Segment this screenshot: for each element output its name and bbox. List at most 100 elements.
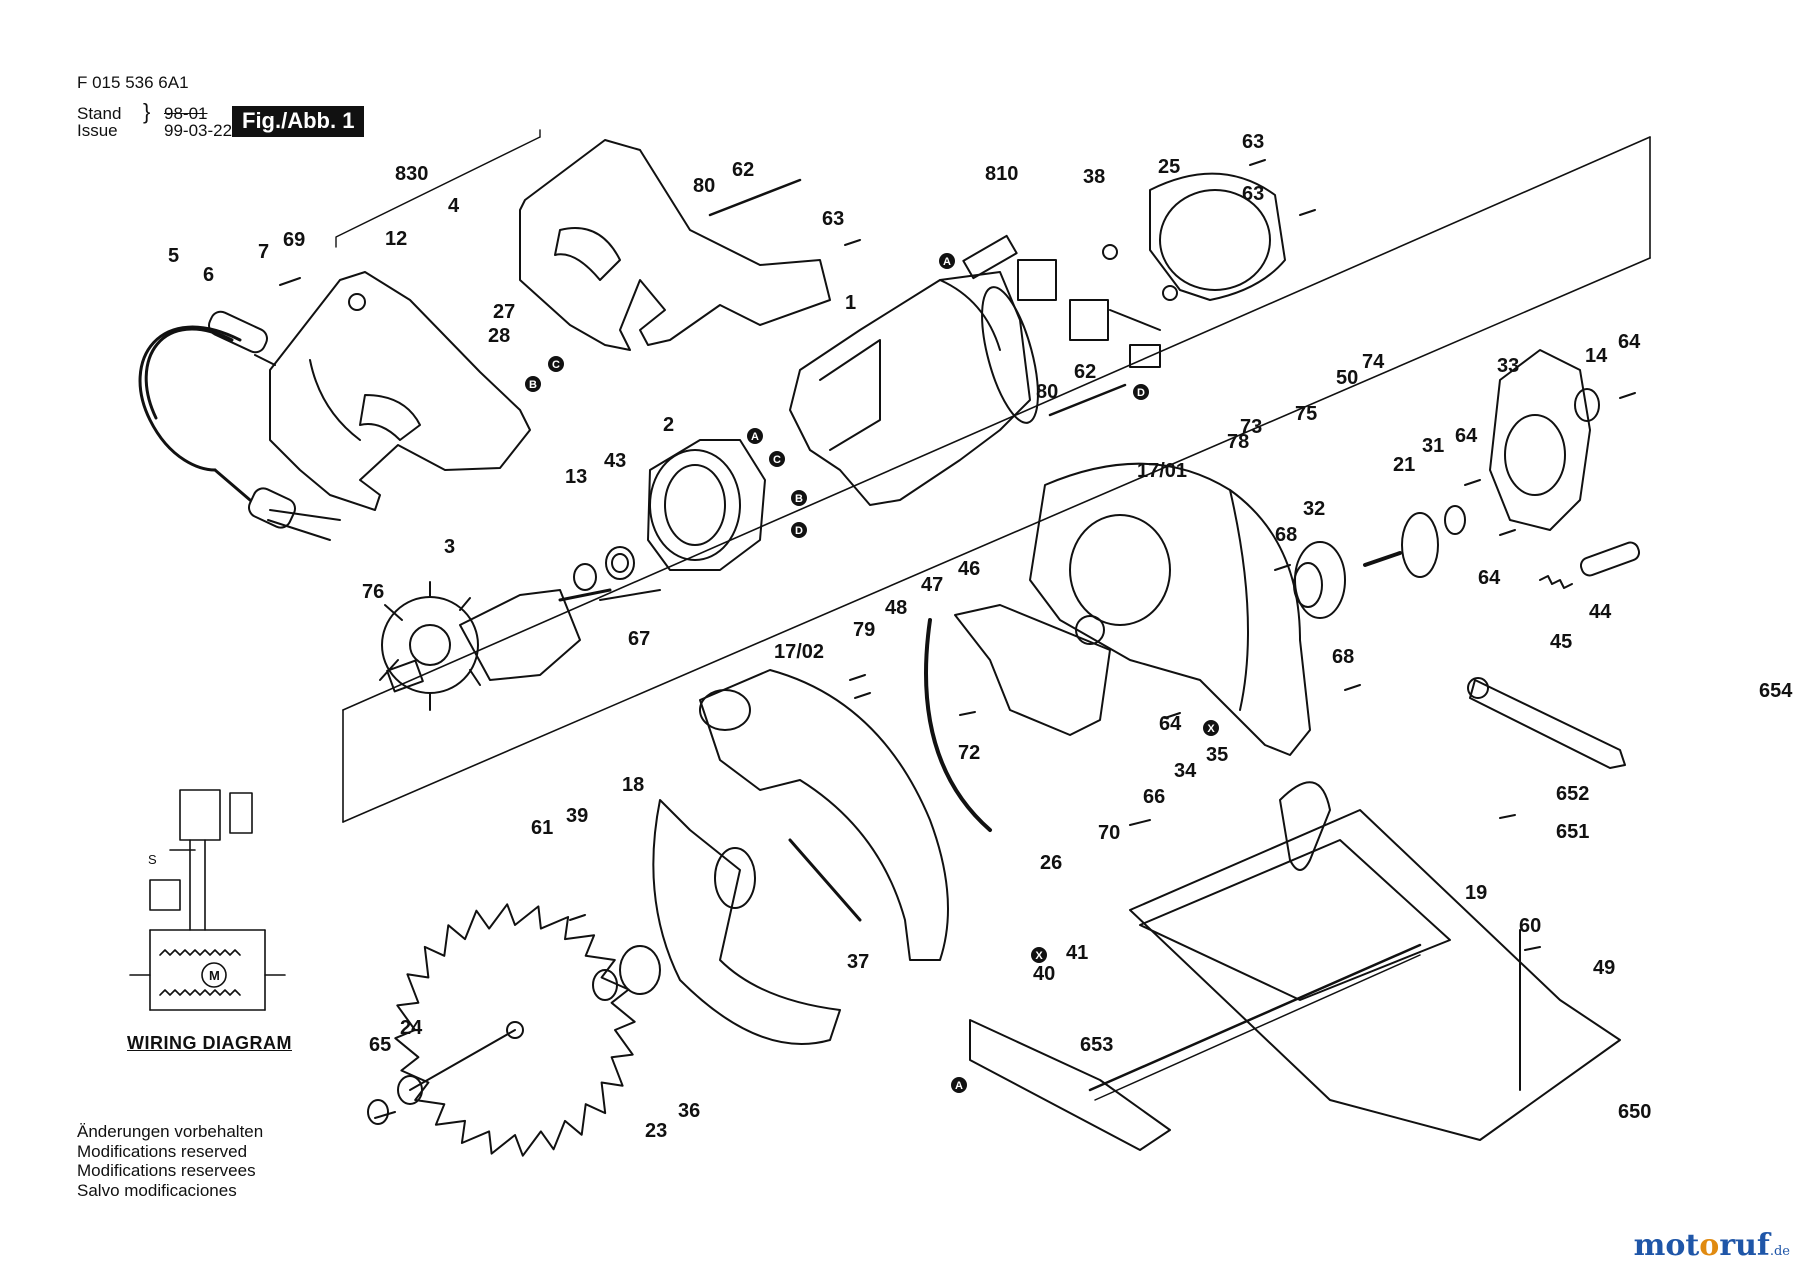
part-label: 21: [1393, 454, 1415, 476]
marker-letter: X: [1035, 950, 1043, 962]
marker-letter: D: [795, 525, 803, 537]
part-label: 5: [168, 245, 179, 267]
part-label: 73: [1240, 416, 1262, 438]
part-label: 63: [1242, 131, 1264, 153]
part-label: 810: [985, 163, 1018, 185]
issue-date: 99-03-22: [164, 121, 233, 140]
power-cord: [138, 310, 341, 541]
stand-label: Stand: [77, 104, 122, 123]
wiring-motor-label: M: [209, 968, 220, 983]
modification-notes: Änderungen vorbehalten Modifications res…: [77, 1122, 263, 1200]
part-label: 65: [369, 1034, 391, 1056]
bearing-flange: [1489, 349, 1600, 531]
part-label: 35: [1206, 744, 1228, 766]
part-label: 34: [1174, 760, 1197, 782]
part-label: 7: [258, 241, 269, 263]
part-label: 6: [203, 264, 214, 286]
part-label: 17/02: [774, 641, 824, 663]
part-label: 25: [1158, 156, 1180, 178]
base-plate: [1129, 781, 1621, 1141]
part-label: 47: [921, 574, 943, 596]
part-label: 41: [1066, 942, 1088, 964]
part-label: 69: [283, 229, 305, 251]
lower-blade-guard: [652, 799, 841, 1045]
gear-housing: [1029, 462, 1311, 756]
housing-bracket-lines: [335, 129, 541, 248]
part-label: 3: [444, 536, 455, 558]
connector-marker: A: [747, 428, 763, 444]
part-label: 74: [1362, 351, 1385, 373]
armature: [379, 581, 612, 711]
document-number: F 015 536 6A1: [77, 73, 189, 92]
guard-spring: [788, 838, 862, 922]
part-label: 4: [448, 195, 460, 217]
part-label: 27: [493, 301, 515, 323]
note-es: Salvo modificaciones: [77, 1180, 237, 1200]
note-fr: Modifications reservees: [77, 1161, 256, 1180]
connector-marker: D: [791, 522, 807, 538]
saw-blade: [394, 903, 636, 1157]
part-label: 18: [622, 774, 644, 796]
stand-date: 98-01: [164, 104, 208, 123]
spindle-lock: [1539, 541, 1641, 589]
part-label: 76: [362, 581, 384, 603]
part-label: 830: [395, 163, 428, 185]
part-label: 50: [1336, 367, 1358, 389]
connector-marker: C: [769, 451, 785, 467]
marker-letter: B: [529, 379, 537, 391]
part-label: 64: [1618, 331, 1641, 353]
part-label: 80: [1036, 381, 1058, 403]
part-label: 12: [385, 228, 407, 250]
marker-letter: A: [955, 1080, 963, 1092]
part-label: 46: [958, 558, 980, 580]
wrench: [1467, 677, 1626, 769]
part-label: 40: [1033, 963, 1055, 985]
part-label: 28: [488, 325, 510, 347]
part-label: 45: [1550, 631, 1572, 653]
part-label: 64: [1455, 425, 1478, 447]
assembly-frame-lines: [342, 136, 1651, 823]
marker-letter: X: [1207, 723, 1215, 735]
part-label: 48: [885, 597, 907, 619]
brace-glyph: }: [143, 99, 151, 124]
connector-marker: D: [1133, 384, 1149, 400]
part-label: 17/01: [1137, 460, 1187, 482]
marker-letter: B: [795, 493, 803, 505]
motor-end-cap: [1102, 172, 1286, 301]
part-label: 654: [1759, 680, 1793, 702]
part-label: 49: [1593, 957, 1615, 979]
part-label: 26: [1040, 852, 1062, 874]
long-screws: [708, 178, 1127, 417]
part-label: 68: [1275, 524, 1297, 546]
x-marker: X: [1203, 720, 1219, 736]
part-label: 32: [1303, 498, 1325, 520]
wiring-diagram: [129, 789, 286, 1011]
part-label: 44: [1589, 601, 1612, 623]
part-label: 43: [604, 450, 626, 472]
part-label: 38: [1083, 166, 1105, 188]
part-label: 24: [400, 1017, 423, 1039]
part-label: 652: [1556, 783, 1589, 805]
handle-housing-left: [269, 271, 531, 511]
part-label: 60: [1519, 915, 1541, 937]
brand-logo: motoruf.de: [1633, 1228, 1790, 1263]
marker-letter: A: [751, 431, 759, 443]
blade-flanges: [367, 945, 661, 1125]
part-label: 33: [1497, 355, 1519, 377]
note-en: Modifications reserved: [77, 1141, 248, 1161]
part-label: 23: [645, 1120, 667, 1142]
part-label: 70: [1098, 822, 1120, 844]
connector-marker: A: [939, 253, 955, 269]
part-label: 78: [1227, 431, 1249, 453]
motor-housing: [789, 271, 1039, 506]
note-de: Änderungen vorbehalten: [77, 1122, 264, 1141]
connector-marker: C: [548, 356, 564, 372]
connector-marker: B: [525, 376, 541, 392]
brush-holders: [962, 234, 1161, 368]
rip-fence: [969, 943, 1422, 1151]
connector-marker: B: [791, 490, 807, 506]
part-label: 36: [678, 1100, 700, 1122]
